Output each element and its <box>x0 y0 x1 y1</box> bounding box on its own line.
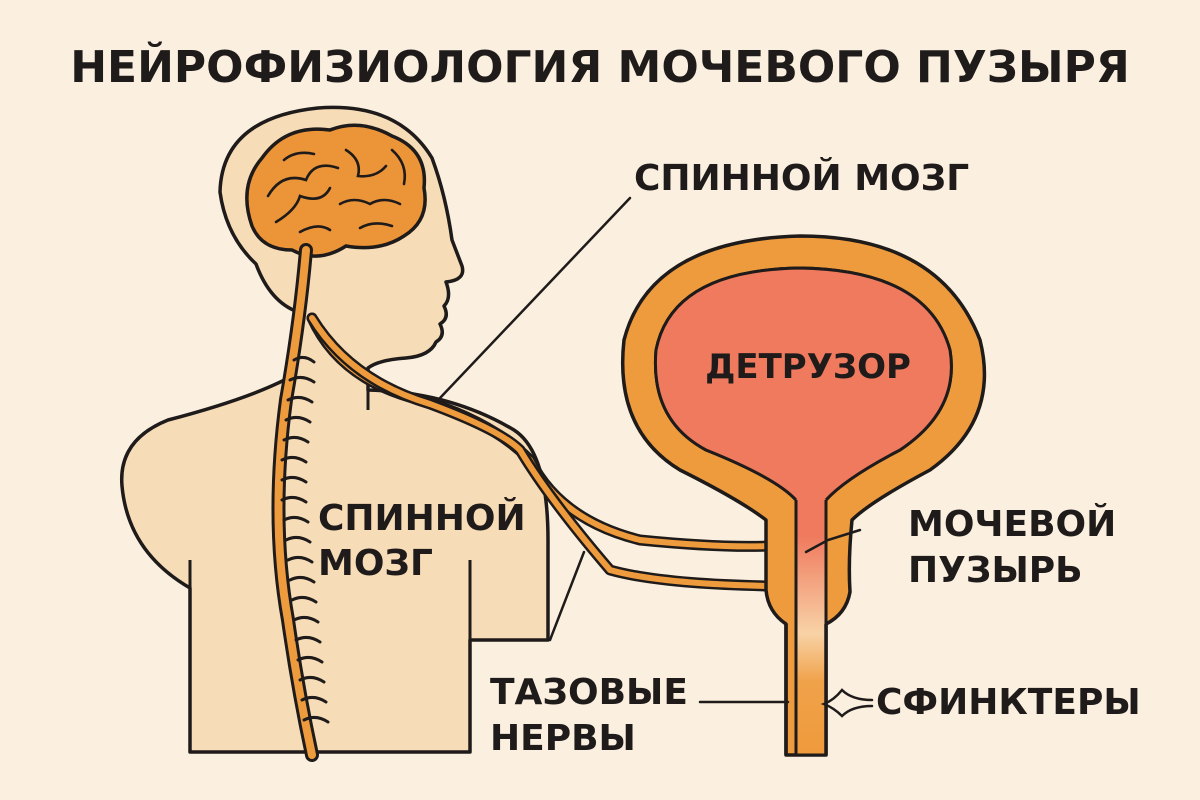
bladder <box>620 234 987 757</box>
leader-bladder <box>804 528 862 554</box>
label-spinal-cord-body-2: МОЗГ <box>318 543 433 584</box>
leader-sphincters-right <box>820 688 874 718</box>
brain-icon <box>245 123 427 258</box>
page-title: НЕЙРОФИЗИОЛОГИЯ МОЧЕВОГО ПУЗЫРЯ <box>70 40 1130 93</box>
label-spinal-cord-top: СПИННОЙ МОЗГ <box>634 157 969 199</box>
leader-lines <box>438 196 874 718</box>
label-detrusor: ДЕТРУЗОР <box>705 347 911 387</box>
leader-pelvic-nerves <box>548 550 586 642</box>
spinal-nerve-branches <box>280 355 330 724</box>
spinal-cord-fill <box>274 246 316 759</box>
nerve-pathways <box>306 312 776 592</box>
label-pelvic-nerves-1: ТАЗОВЫЕ <box>490 672 688 713</box>
label-pelvic-nerves-2: НЕРВЫ <box>490 718 636 759</box>
label-bladder-2: ПУЗЫРЬ <box>908 550 1083 591</box>
leader-spinal-cord <box>438 196 632 400</box>
label-bladder-1: МОЧЕВОЙ <box>908 503 1116 545</box>
label-sphincters: СФИНКТЕРЫ <box>876 682 1141 723</box>
label-spinal-cord-body-1: СПИННОЙ <box>318 497 526 539</box>
